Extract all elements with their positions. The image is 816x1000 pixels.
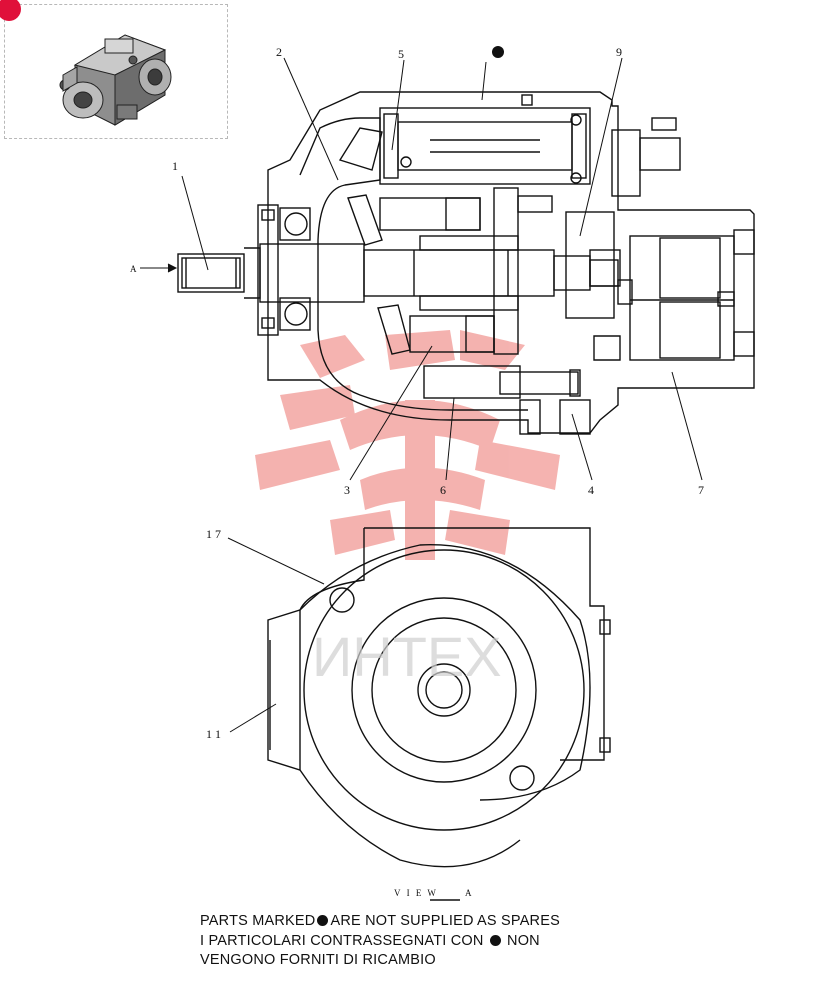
callout-2: 2 xyxy=(276,45,282,59)
pump-thumbnail-icon xyxy=(59,34,172,126)
callout-3: 3 xyxy=(344,483,350,497)
bullet-dot-icon xyxy=(489,934,501,946)
callout-11: 1 1 xyxy=(206,727,221,741)
callout-4: 4 xyxy=(588,483,594,497)
callout-17: 1 7 xyxy=(206,527,221,541)
callout-9: 9 xyxy=(616,45,622,59)
view-label-letter: A xyxy=(465,888,472,898)
pump-thumbnail-frame xyxy=(0,0,228,139)
leader-lines xyxy=(140,57,703,733)
bullet-dot-icon xyxy=(492,46,504,58)
watermark-text: ИНТЕХ xyxy=(312,625,502,688)
note-line-2: I PARTICOLARI CONTRASSEGNATI CON NON xyxy=(200,932,560,952)
section-view xyxy=(177,91,755,435)
bullet-dot-icon xyxy=(317,915,329,926)
parts-note: PARTS MARKED ARE NOT SUPPLIED AS SPARES I… xyxy=(200,912,560,971)
callout-5: 5 xyxy=(398,47,404,61)
note-line-2-start: I PARTICOLARI CONTRASSEGNATI CON xyxy=(200,932,484,949)
note-line-2-end: NON xyxy=(507,932,540,949)
view-a xyxy=(267,527,611,868)
note-line-3: VENGONO FORNITI DI RICAMBIO xyxy=(200,952,436,968)
note-line-1-start: PARTS MARKED xyxy=(200,913,316,929)
callout-1: 1 xyxy=(172,159,178,173)
note-line-1: PARTS MARKED ARE NOT SUPPLIED AS SPARES xyxy=(200,912,560,932)
view-label: V I E W xyxy=(394,888,438,898)
watermark-logo-icon xyxy=(255,330,560,560)
corner-badge xyxy=(0,0,21,21)
callout-7: 7 xyxy=(698,483,704,497)
note-line-1-end: ARE NOT SUPPLIED AS SPARES xyxy=(330,913,560,929)
callout-6: 6 xyxy=(440,483,446,497)
arrow-label: A xyxy=(130,264,137,274)
